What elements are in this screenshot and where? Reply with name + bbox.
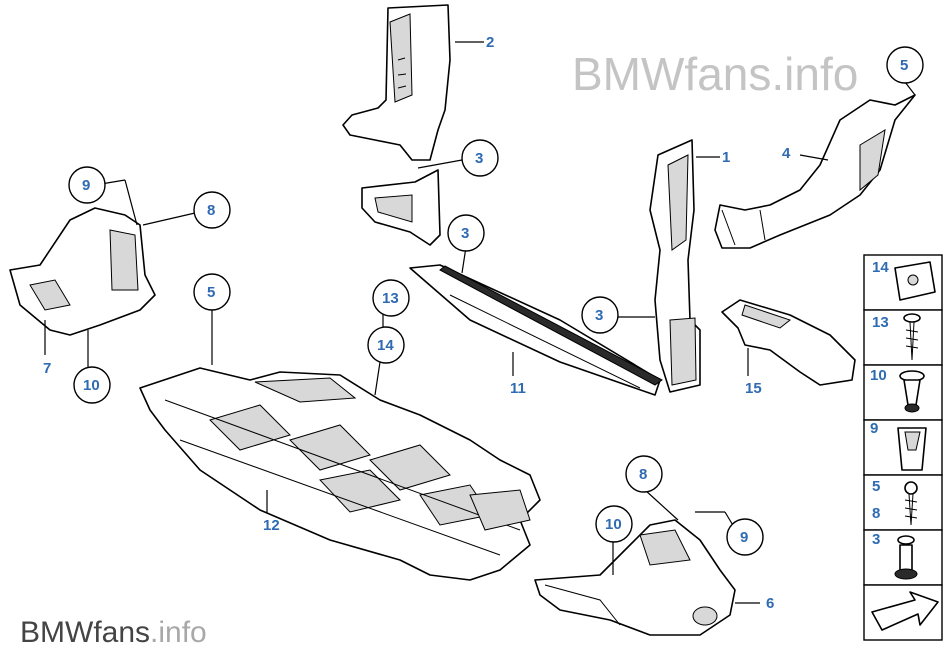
callout-6: 6	[766, 595, 774, 612]
expanding-nut-icon	[897, 427, 927, 471]
part-7-air-duct-left	[9, 207, 156, 336]
legend-label-5: 5	[872, 478, 880, 495]
callout-3-bar: 3	[461, 225, 469, 242]
callout-2: 2	[486, 34, 494, 51]
callout-5-duct: 5	[900, 57, 908, 74]
watermark-top: BMWfans.info	[572, 48, 858, 100]
callout-9-lower: 9	[740, 529, 748, 546]
push-rivet-icon	[899, 370, 925, 413]
callout-1: 1	[722, 149, 730, 166]
part-3-bracket-upper	[361, 169, 441, 246]
arrow-shape-icon	[871, 591, 939, 631]
callout-circles	[68, 46, 924, 556]
legend-label-14: 14	[872, 259, 889, 276]
watermark-bottom-brand: BMWfans.info	[20, 616, 207, 649]
part-6-air-duct-lower	[534, 519, 736, 636]
clip-nut-icon	[894, 261, 936, 301]
callout-3-upper: 3	[475, 150, 483, 167]
legend-label-10: 10	[870, 367, 887, 384]
callout-8-lower: 8	[639, 466, 647, 483]
callout-14: 14	[377, 337, 394, 354]
callout-10-left: 10	[83, 377, 100, 394]
callout-5-panel: 5	[207, 284, 215, 301]
part-12-underbody-panel	[139, 367, 541, 581]
callout-9-left: 9	[82, 177, 90, 194]
part-2-air-duct-upper	[342, 4, 451, 161]
callout-15: 15	[745, 380, 762, 397]
callout-11: 11	[510, 380, 526, 397]
legend-label-13: 13	[872, 314, 889, 331]
leader-lines	[44, 41, 916, 604]
part-4-air-duct-right	[714, 94, 916, 249]
push-clip-icon	[894, 535, 918, 580]
callout-7: 7	[43, 360, 51, 377]
legend-label-3: 3	[872, 531, 880, 548]
callout-3-panel: 3	[595, 307, 603, 324]
part-15-trim	[721, 299, 856, 386]
callout-12: 12	[263, 517, 280, 534]
screw-icon	[903, 313, 921, 361]
part-11-support-bar	[409, 264, 663, 396]
callout-8-left: 8	[207, 202, 215, 219]
fastener-legend: 14 13 10 9 5 8 3	[863, 254, 943, 641]
callout-10-lower: 10	[605, 516, 622, 533]
part-1-vertical-panel	[649, 139, 701, 393]
legend-label-8: 8	[872, 505, 880, 522]
callout-numbers: 1 2 3 3 3 4 5 5 6 7 8 8 9 9 10 10 11 12 …	[43, 34, 908, 612]
bolt-icon	[904, 481, 918, 526]
callout-4: 4	[782, 145, 791, 162]
legend-label-9: 9	[870, 420, 878, 437]
callout-13: 13	[382, 290, 399, 307]
